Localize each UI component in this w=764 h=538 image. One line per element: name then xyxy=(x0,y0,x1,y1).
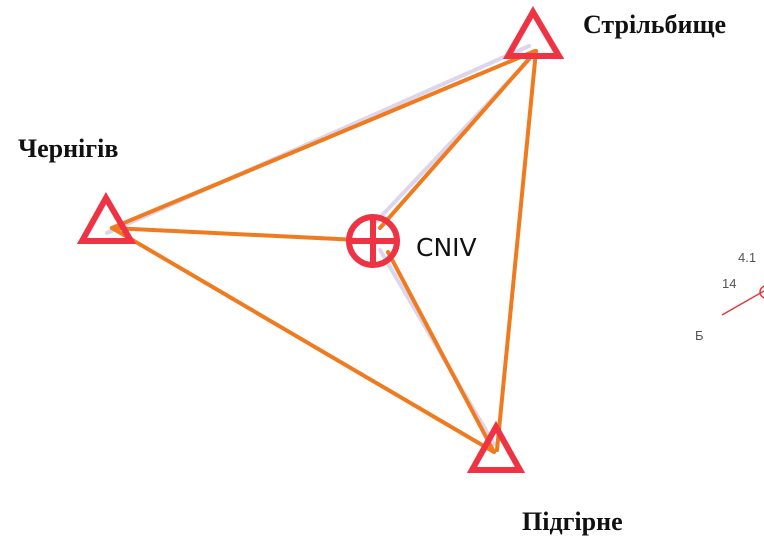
baseline-cniv-pidhirne xyxy=(386,250,496,454)
fragment: 4.1 14 Б xyxy=(695,250,764,343)
fragment-line xyxy=(721,290,764,316)
triangle-icon xyxy=(502,6,565,59)
baseline-strilbyshche-pidhirne xyxy=(495,49,538,452)
triangle-icon xyxy=(466,420,526,473)
baseline-chernihiv-pidhirne xyxy=(110,226,496,454)
station-label-strilbyshche: Стрільбище xyxy=(583,10,726,39)
fragment-label-c: Б xyxy=(695,328,704,343)
crosshair-circle-icon xyxy=(346,214,400,268)
station-label-pidhirne: Підгірне xyxy=(522,507,623,536)
station-label-chernihiv: Чернігів xyxy=(18,134,118,163)
baseline-chernihiv-strilbyshche xyxy=(110,49,537,230)
fragment-label-b: 14 xyxy=(722,276,736,291)
triangle-icon xyxy=(76,191,137,244)
fragment-label-a: 4.1 xyxy=(738,250,756,265)
fragment-marker xyxy=(759,285,764,299)
baseline-strilbyshche-cniv xyxy=(378,49,538,230)
center-label: CNIV xyxy=(416,233,477,262)
baseline-chernihiv-cniv xyxy=(110,226,360,242)
baselines xyxy=(110,49,538,454)
